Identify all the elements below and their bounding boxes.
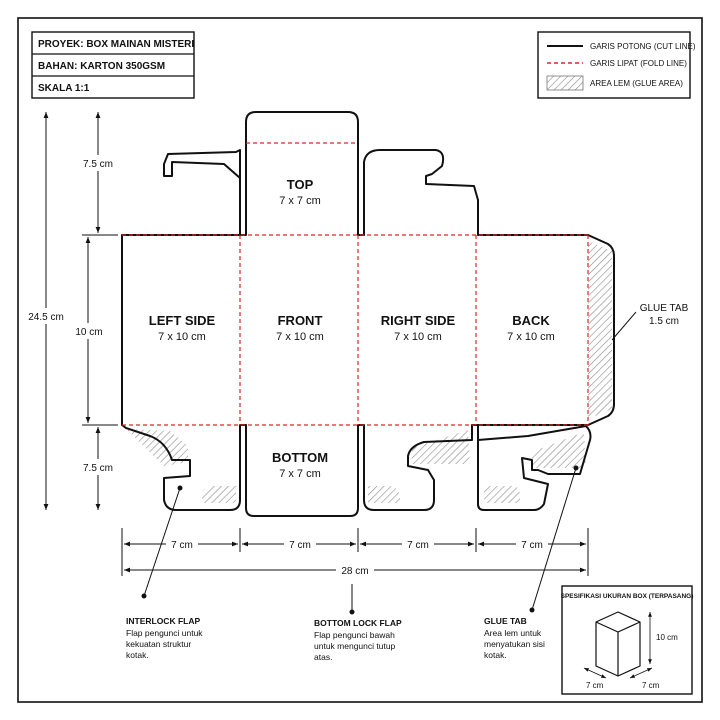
fold-lines <box>122 142 589 426</box>
callout-bottom-lock-line-2: untuk mengunci tutup <box>314 641 396 651</box>
side-glue-area <box>588 241 612 419</box>
panel-bottom-title: BOTTOM <box>272 450 328 465</box>
panel-top-title: TOP <box>287 177 314 192</box>
left-lock-glue <box>202 486 236 503</box>
left-flap-glue <box>126 429 188 466</box>
dim-bottom-flap-height: 7.5 cm <box>83 463 113 474</box>
project-name: PROYEK: BOX MAINAN MISTERI <box>38 39 194 50</box>
panel-labels: TOP 7 x 7 cm LEFT SIDE 7 x 10 cm FRONT 7… <box>149 177 555 480</box>
callout-bottom-lock-line-1: Flap pengunci bawah <box>314 630 395 640</box>
right-flap-glue <box>412 430 470 464</box>
panel-top-size: 7 x 7 cm <box>279 195 321 207</box>
callout-interlock: INTERLOCK FLAP Flap pengunci untuk kekua… <box>126 485 203 660</box>
callout-glue-tab-line-3: kotak. <box>484 650 507 660</box>
panel-back-size: 7 x 10 cm <box>507 331 555 343</box>
panel-front-size: 7 x 10 cm <box>276 331 324 343</box>
callout-interlock-title: INTERLOCK FLAP <box>126 616 200 626</box>
callout-glue-tab-line-2: menyatukan sisi <box>484 639 545 649</box>
legend-fold-label: GARIS LIPAT (FOLD LINE) <box>590 59 687 68</box>
dim-width-front: 7 cm <box>289 540 311 551</box>
dim-width-right-side: 7 cm <box>407 540 429 551</box>
glue-tab-size: 1.5 cm <box>649 316 679 327</box>
callout-glue-tab: GLUE TAB Area lem untuk menyatukan sisi … <box>484 465 579 660</box>
callout-interlock-line-3: kotak. <box>126 650 149 660</box>
back-lock-glue <box>484 486 520 503</box>
spec-box-title: SPESIFIKASI UKURAN BOX (TERPASANG) <box>561 593 694 600</box>
right-lock-glue <box>368 486 400 503</box>
callout-glue-tab-title: GLUE TAB <box>484 616 527 626</box>
callout-glue-tab-line-1: Area lem untuk <box>484 628 542 638</box>
spec-box-width: 7 cm <box>586 681 604 690</box>
glue-tab-label: GLUE TAB 1.5 cm <box>611 303 689 341</box>
legend-glue-label: AREA LEM (GLUE AREA) <box>590 79 683 88</box>
legend-cut-label: GARIS POTONG (CUT LINE) <box>590 42 696 51</box>
spec-box-depth: 7 cm <box>642 681 660 690</box>
dim-width-left-side: 7 cm <box>171 540 193 551</box>
glue-tab-title: GLUE TAB <box>640 303 689 314</box>
callout-bottom-lock: BOTTOM LOCK FLAP Flap pengunci bawah unt… <box>314 584 402 662</box>
spec-box: SPESIFIKASI UKURAN BOX (TERPASANG) 10 cm… <box>561 585 694 695</box>
legend-glue-swatch <box>546 75 584 91</box>
panel-left-side-title: LEFT SIDE <box>149 313 216 328</box>
callout-bottom-lock-title: BOTTOM LOCK FLAP <box>314 618 402 628</box>
panel-right-side-title: RIGHT SIDE <box>381 313 456 328</box>
panel-back-title: BACK <box>512 313 550 328</box>
dim-body-height: 10 cm <box>75 327 102 338</box>
back-flap-glue <box>532 432 586 468</box>
callout-interlock-line-2: kekuatan struktur <box>126 639 191 649</box>
material-spec: BAHAN: KARTON 350GSM <box>38 61 165 72</box>
panel-bottom-size: 7 x 7 cm <box>279 468 321 480</box>
panel-front-title: FRONT <box>278 313 323 328</box>
dim-width-back: 7 cm <box>521 540 543 551</box>
callout-interlock-line-1: Flap pengunci untuk <box>126 628 203 638</box>
title-block: PROYEK: BOX MAINAN MISTERI BAHAN: KARTON… <box>31 31 195 99</box>
dim-top-flap-height: 7.5 cm <box>83 159 113 170</box>
panel-right-side-size: 7 x 10 cm <box>394 331 442 343</box>
panel-left-side-size: 7 x 10 cm <box>158 331 206 343</box>
callout-bottom-lock-line-3: atas. <box>314 652 332 662</box>
dim-total-height: 24.5 cm <box>28 312 64 323</box>
assembled-box-icon <box>595 611 641 677</box>
dim-total-width: 28 cm <box>341 566 368 577</box>
sheet-border <box>17 17 703 703</box>
glue-areas <box>126 241 612 503</box>
scale-spec: SKALA 1:1 <box>38 83 90 94</box>
spec-box-height: 10 cm <box>656 633 678 642</box>
legend: GARIS POTONG (CUT LINE) GARIS LIPAT (FOL… <box>537 31 696 99</box>
